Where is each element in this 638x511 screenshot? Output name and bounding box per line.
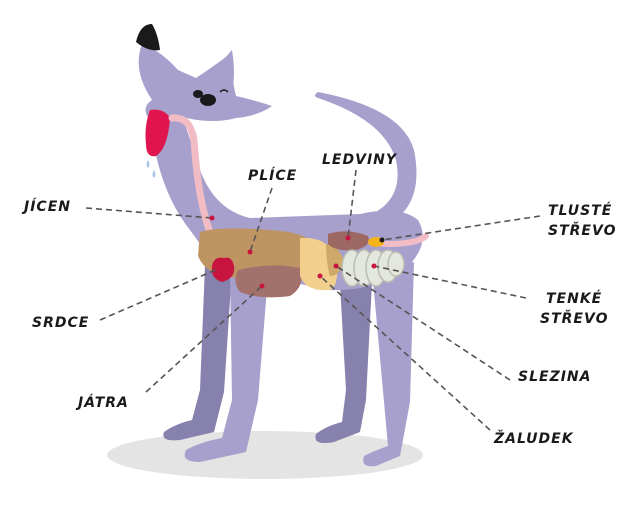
drool-drop	[147, 160, 150, 168]
label-slezina: SLEZINA	[518, 368, 591, 387]
label-tenke-line2: STŘEVO	[540, 310, 608, 329]
marker-tenke	[372, 264, 377, 269]
liver	[235, 265, 301, 297]
marker-ledviny	[346, 236, 351, 241]
label-jatra: JÁTRA	[78, 394, 129, 413]
marker-jicen	[210, 216, 215, 221]
label-srdce: SRDCE	[32, 314, 89, 333]
label-plice: PLÍCE	[248, 167, 297, 186]
drool-drop	[153, 170, 156, 178]
label-jicen: JÍCEN	[24, 198, 71, 217]
back-left-leg	[163, 265, 232, 440]
nostril-icon	[193, 90, 203, 98]
hind-left-leg	[315, 282, 372, 443]
label-zaludek: ŽALUDEK	[494, 430, 574, 449]
label-ledviny: LEDVINY	[322, 151, 397, 170]
marker-tluste	[380, 238, 385, 243]
label-tluste-line1: TLUSTÉ	[548, 202, 612, 221]
label-tluste-line2: STŘEVO	[548, 222, 616, 241]
marker-jatra	[260, 284, 265, 289]
leader-srdce	[100, 268, 220, 320]
label-tenke-line1: TENKÉ	[546, 290, 602, 309]
marker-zaludek	[318, 274, 323, 279]
marker-slezina	[334, 264, 339, 269]
marker-srdce	[218, 266, 223, 271]
marker-plice	[248, 250, 253, 255]
nose-icon	[136, 24, 160, 50]
